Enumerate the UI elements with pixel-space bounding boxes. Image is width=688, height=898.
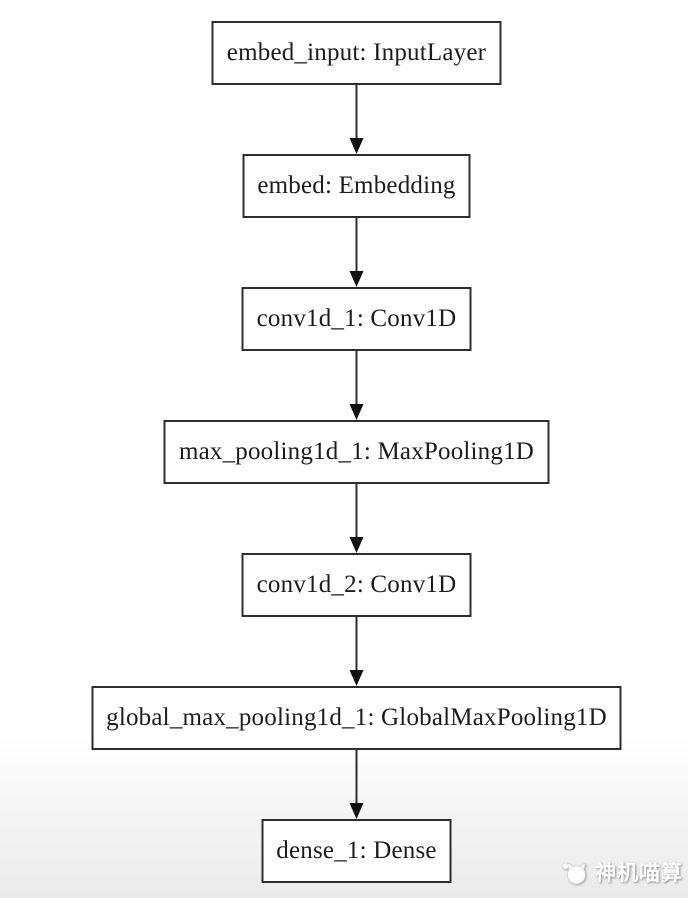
arrow-line: [355, 351, 358, 404]
layer-node-dense_1: dense_1: Dense: [261, 819, 452, 883]
watermark-text: 神机喵算: [595, 861, 683, 885]
edge-connector: [349, 750, 364, 819]
edge-connector: [349, 484, 364, 553]
layer-node-label: conv1d_1: Conv1D: [256, 305, 457, 332]
arrow-down-icon: [349, 803, 364, 819]
arrow-line: [355, 750, 358, 803]
layer-node-label: max_pooling1d_1: MaxPooling1D: [178, 438, 535, 465]
layer-node-label: embed_input: InputLayer: [226, 39, 487, 66]
watermark: 神机喵算: [560, 857, 683, 887]
arrow-line: [355, 218, 358, 271]
layer-node-label: conv1d_2: Conv1D: [256, 571, 457, 598]
model-diagram: embed_input: InputLayer embed: Embedding…: [13, 21, 688, 883]
cat-icon: [560, 859, 590, 886]
arrow-down-icon: [349, 670, 364, 686]
layer-node-conv1d_1: conv1d_1: Conv1D: [241, 287, 472, 351]
arrow-line: [355, 617, 358, 670]
layer-node-global_max_pooling1d_1: global_max_pooling1d_1: GlobalMaxPooling…: [91, 686, 622, 750]
arrow-line: [355, 484, 358, 537]
arrow-down-icon: [349, 271, 364, 287]
edge-connector: [349, 351, 364, 420]
layer-node-embed: embed: Embedding: [242, 154, 471, 218]
layer-node-label: embed: Embedding: [257, 172, 456, 199]
layer-node-label: global_max_pooling1d_1: GlobalMaxPooling…: [106, 704, 607, 731]
edge-connector: [349, 218, 364, 287]
arrow-down-icon: [349, 138, 364, 154]
layer-node-embed_input: embed_input: InputLayer: [211, 21, 502, 85]
layer-node-label: dense_1: Dense: [276, 837, 437, 864]
edge-connector: [349, 85, 364, 154]
arrow-down-icon: [349, 404, 364, 420]
layer-node-conv1d_2: conv1d_2: Conv1D: [241, 553, 472, 617]
edge-connector: [349, 617, 364, 686]
arrow-down-icon: [349, 537, 364, 553]
arrow-line: [355, 85, 358, 138]
layer-node-max_pooling1d_1: max_pooling1d_1: MaxPooling1D: [163, 420, 550, 484]
